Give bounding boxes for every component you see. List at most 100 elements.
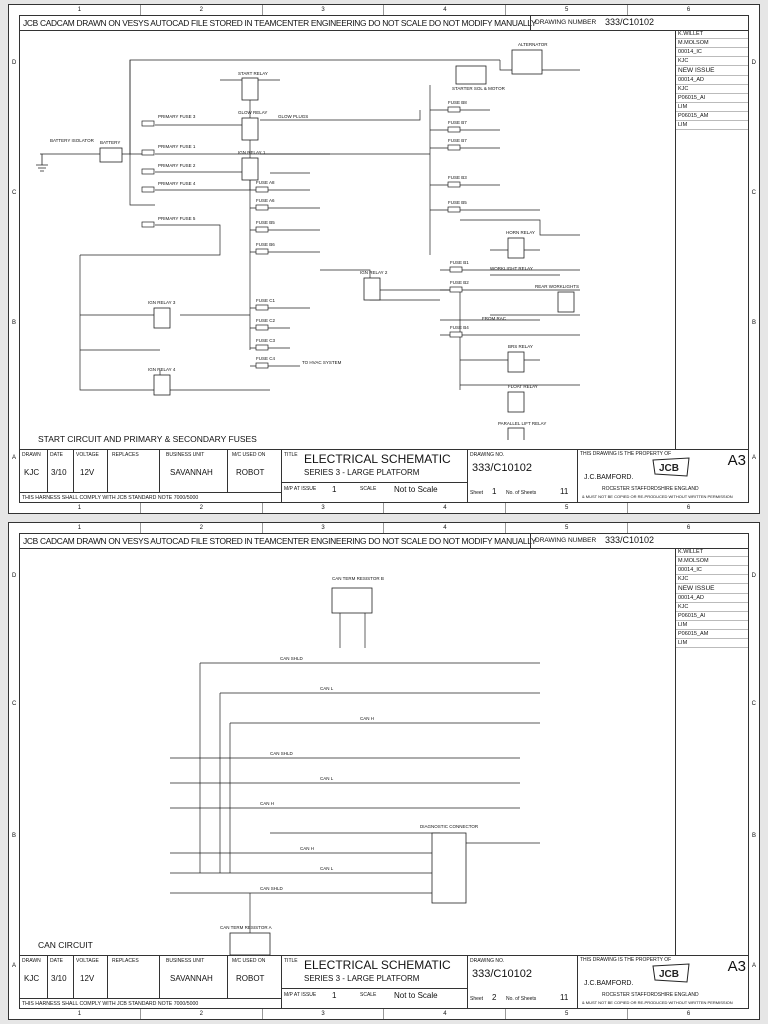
paper-size: A3 (727, 958, 746, 975)
fuse-label: FUSE B5 (256, 220, 275, 225)
drawing-title: ELECTRICAL SCHEMATIC (304, 452, 451, 466)
wire-label: CAN L (320, 866, 334, 871)
svg-text:JCB: JCB (659, 969, 679, 980)
fuse-label: FUSE C2 (256, 318, 276, 323)
primary-fuse-label: PRIMARY FUSE 3 (158, 114, 196, 119)
row-letter-c: C (12, 701, 17, 707)
start-circuit-schematic: BATTERY BATTERY ISOLATOR START RELAY GLO… (36, 42, 580, 440)
row-letter-c: C (12, 190, 17, 196)
row-letter-a: A (751, 455, 756, 461)
ign-relay-1-label: IGN RELAY 1 (238, 150, 266, 155)
row-letter-a: A (12, 963, 17, 969)
drawing-title: ELECTRICAL SCHEMATIC (304, 958, 451, 972)
business-unit: SAVANNAH (170, 468, 213, 477)
row-letter-b: B (751, 833, 756, 839)
voltage: 12V (80, 468, 95, 477)
drawing-number: 333/C10102 (605, 17, 655, 27)
ign-relay-3-label: IGN RELAY 3 (148, 300, 176, 305)
drawing-no: 333/C10102 (472, 462, 532, 474)
from-rac-label: FROM RAC (482, 316, 507, 321)
battery-label: BATTERY (100, 140, 120, 145)
fuse-label: FUSE B7 (448, 138, 467, 143)
fuse-label: FUSE C3 (256, 338, 276, 343)
parallel-lift-relay-label: PARALLEL LIFT RELAY (498, 421, 546, 426)
drawing-no: 333/C10102 (472, 968, 532, 980)
paper-size: A3 (727, 452, 746, 469)
diagnostic-connector-label: DIAGNOSTIC CONNECTOR (420, 824, 479, 829)
fuse-label: FUSE A6 (256, 198, 275, 203)
company-name: J.C.BAMFORD. (584, 980, 634, 987)
circuit-title: CAN CIRCUIT (38, 940, 93, 950)
compliance-note: THIS HARNESS SHALL COMPLY WITH JCB STAND… (20, 492, 282, 502)
primary-fuse-label: PRIMARY FUSE 5 (158, 216, 196, 221)
row-letter-d: D (751, 573, 756, 579)
float-relay-label: FLOAT RELAY (508, 384, 538, 389)
drawing-subtitle: SERIES 3 - LARGE PLATFORM (304, 974, 420, 983)
scale: Not to Scale (394, 485, 438, 494)
primary-fuse-label: PRIMARY FUSE 1 (158, 144, 196, 149)
primary-fuse-label: PRIMARY FUSE 4 (158, 181, 196, 186)
brs-relay-label: BRS RELAY (508, 344, 533, 349)
cad-note: JCB CADCAM DRAWN ON VESYS AUTOCAD FILE S… (23, 536, 537, 546)
fuse-label: FUSE B7 (448, 120, 467, 125)
to-hvac-label: TO HVAC SYSTEM (302, 360, 342, 365)
wire-label: CAN L (320, 686, 334, 691)
drawing-frame: JCB CADCAM DRAWN ON VESYS AUTOCAD FILE S… (19, 15, 749, 503)
sheet-header: JCB CADCAM DRAWN ON VESYS AUTOCAD FILE S… (20, 534, 748, 549)
sheet-total: 11 (560, 993, 569, 1002)
wire-label: CAN SHLD (280, 656, 304, 661)
drawing-subtitle: SERIES 3 - LARGE PLATFORM (304, 468, 420, 477)
date: 3/10 (51, 974, 67, 983)
scale: Not to Scale (394, 991, 438, 1000)
ign-relay-4-label: IGN RELAY 4 (148, 367, 176, 372)
svg-text:JCB: JCB (659, 463, 679, 474)
fuse-label: FUSE B5 (448, 200, 467, 205)
drawn-by: KJC (24, 468, 40, 477)
fuse-label: FUSE A8 (256, 180, 275, 185)
drawing-number: 333/C10102 (605, 535, 655, 545)
alternator-label: ALTERNATOR (518, 42, 548, 47)
can-circuit-schematic: CAN TERM RESISTOR B DIAGNOSTIC CONNECTOR… (170, 576, 540, 956)
sheet-number: 1 (492, 487, 497, 496)
ign-relay-2-label: IGN RELAY 2 (360, 270, 388, 275)
row-letter-c: C (751, 701, 756, 707)
row-letter-b: B (12, 833, 17, 839)
circuit-title: START CIRCUIT AND PRIMARY & SECONDARY FU… (38, 434, 257, 444)
sheet-header: JCB CADCAM DRAWN ON VESYS AUTOCAD FILE S… (20, 16, 748, 31)
fuse-label: FUSE C1 (256, 298, 276, 303)
rear-worklights-label: REAR WORKLIGHTS (535, 284, 579, 289)
business-unit: SAVANNAH (170, 974, 213, 983)
fuse-label: FUSE B8 (448, 100, 467, 105)
fuse-label: FUSE B1 (450, 260, 469, 265)
row-letter-b: B (751, 320, 756, 326)
primary-fuse-label: PRIMARY FUSE 2 (158, 163, 196, 168)
can-term-a-label: CAN TERM RESISTOR A (220, 925, 272, 930)
fuse-label: FUSE B6 (256, 242, 275, 247)
wire-label: CAN SHLD (270, 751, 294, 756)
wire-label: CAN H (260, 801, 274, 806)
fuse-label: FUSE B2 (450, 280, 469, 285)
row-letter-d: D (12, 573, 17, 579)
glow-relay-label: GLOW RELAY (238, 110, 267, 115)
revision-block: K.WILLET M.MOLSOM 00014_IC KJC NEW ISSUE… (675, 30, 748, 450)
sheet-number: 2 (492, 993, 497, 1002)
date: 3/10 (51, 468, 67, 477)
voltage: 12V (80, 974, 95, 983)
fuse-label: FUSE B4 (450, 325, 469, 330)
glow-plugs-label: GLOW PLUGS (278, 114, 308, 119)
fuse-label: FUSE B3 (448, 175, 467, 180)
revision-block: K.WILLET M.MOLSOM 00014_IC KJC NEW ISSUE… (675, 548, 748, 956)
worklight-relay-label: WORKLIGHT RELAY (490, 266, 533, 271)
drawn-by: KJC (24, 974, 40, 983)
starter-label: STARTER SOL & MOTOR (452, 86, 506, 91)
drawing-frame: JCB CADCAM DRAWN ON VESYS AUTOCAD FILE S… (19, 533, 749, 1009)
compliance-note: THIS HARNESS SHALL COMPLY WITH JCB STAND… (20, 998, 282, 1008)
drawing-number-label: DRAWING NUMBER (535, 537, 597, 544)
row-letter-c: C (751, 190, 756, 196)
